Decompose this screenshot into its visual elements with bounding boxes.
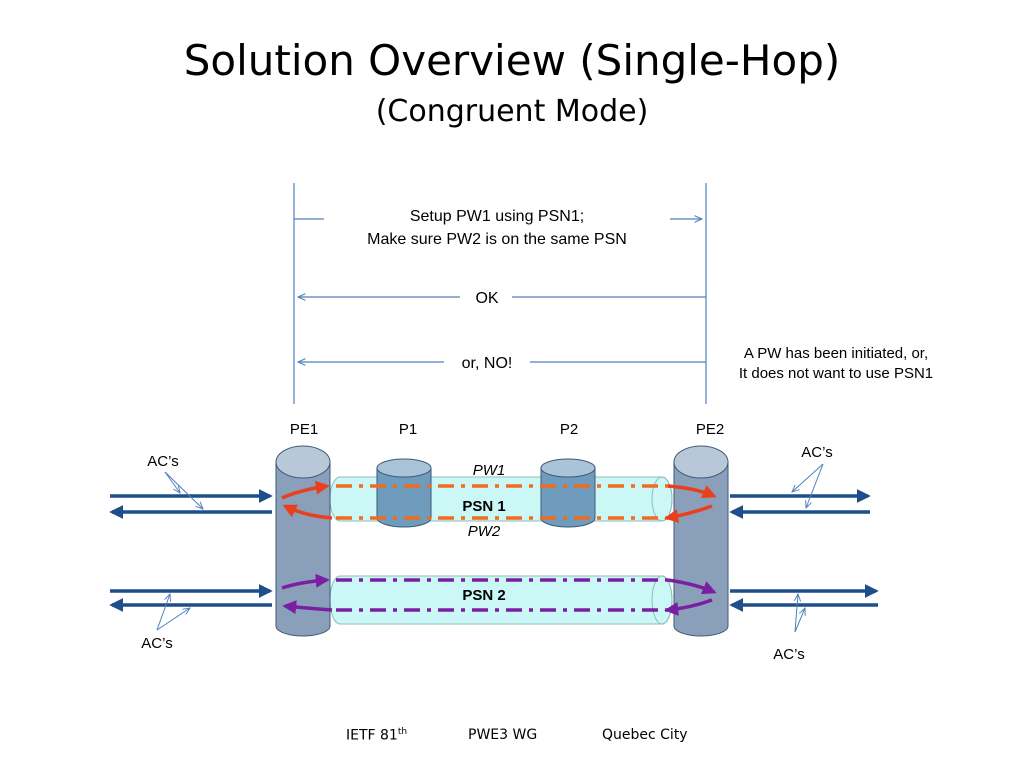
note-line2: It does not want to use PSN1: [739, 365, 933, 382]
no-message: or, NO!: [462, 355, 513, 372]
ac-pointer-right-bottom-1: [795, 594, 798, 633]
ac-pointer-left-top-1: [164, 471, 180, 493]
ac-pointer-right-bottom-2: [794, 608, 805, 633]
psn2-tunnel: [329, 575, 673, 625]
psn1-label: PSN 1: [462, 498, 505, 515]
ac-pointer-left-top-2: [164, 471, 203, 509]
pw1-label: PW1: [473, 462, 506, 479]
setup-message-line1: Setup PW1 using PSN1;: [410, 208, 584, 225]
ac-pointer-left-bottom-1: [156, 594, 170, 631]
ac-label-left-bottom: AC’s: [141, 635, 172, 652]
ac-label-right-bottom: AC’s: [773, 646, 804, 663]
footer-event-text: IETF 81: [346, 727, 398, 744]
psn2-pw1-egress-curve: [667, 578, 717, 595]
pw2-ingress-curve: [664, 504, 713, 523]
pe1-label: PE1: [290, 421, 318, 438]
psn2-pw1-ingress-curve: [281, 573, 330, 590]
pw2-label: PW2: [468, 523, 501, 540]
note-line1: A PW has been initiated, or,: [744, 345, 928, 362]
p2-node: [540, 458, 596, 528]
psn2-pw2-egress-curve: [282, 600, 333, 615]
pw1-ingress-curve: [281, 480, 330, 500]
psn2-pw2-ingress-curve: [664, 598, 713, 617]
pw1-egress-curve: [667, 484, 717, 499]
slide-subtitle: (Congruent Mode): [375, 94, 649, 129]
ac-pointer-right-top-2: [806, 463, 824, 508]
p1-label: P1: [399, 421, 417, 438]
ok-message: OK: [475, 290, 498, 307]
footer-city: Quebec City: [602, 727, 688, 743]
ac-pointer-left-bottom-2: [156, 608, 190, 631]
ac-label-left-top: AC’s: [147, 453, 178, 470]
psn2-label: PSN 2: [462, 587, 505, 604]
pe2-label: PE2: [696, 421, 724, 438]
p2-label: P2: [560, 421, 578, 438]
footer-group: PWE3 WG: [468, 727, 538, 743]
footer-event: IETF 81th: [346, 727, 407, 744]
setup-message-line2: Make sure PW2 is on the same PSN: [367, 231, 627, 248]
slide-title: Solution Overview (Single-Hop): [183, 36, 841, 85]
pw2-egress-curve: [282, 504, 333, 520]
footer-event-sup: th: [397, 727, 408, 737]
ac-label-right-top: AC’s: [801, 444, 832, 461]
ac-pointer-right-top-1: [792, 463, 824, 492]
